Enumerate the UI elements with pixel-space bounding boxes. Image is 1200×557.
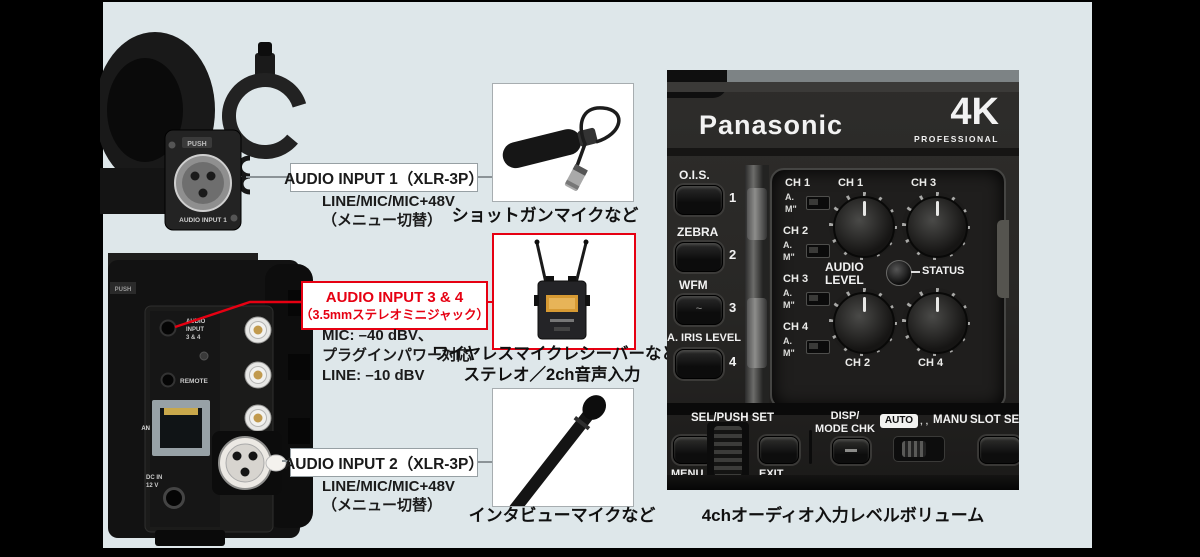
a-iris-level-button [675, 349, 723, 379]
top-rail [667, 70, 1019, 82]
lan-label: AN [141, 426, 150, 432]
dcin-label: DC IN [146, 475, 162, 481]
panel-caption: 4chオーディオ入力レベルボリューム [701, 506, 985, 525]
zebra-label: ZEBRA [677, 225, 719, 239]
ch3-strip-label: CH 3 [783, 273, 809, 285]
ch1-strip-label: CH 1 [785, 177, 811, 189]
label-audio-input-1: AUDIO INPUT 1（XLR-3P） [284, 163, 484, 192]
ch2-level-knob [833, 292, 895, 354]
ch3-am-switch [806, 292, 830, 306]
dc-in-jack [163, 487, 185, 509]
svg-text:INPUT: INPUT [186, 327, 204, 333]
bnc-connectors [244, 316, 272, 432]
disp-mode-chk-button [832, 438, 870, 464]
label-audio-input-1-text: AUDIO INPUT 1（XLR-3P） [284, 170, 484, 188]
wireless-receiver-photo [492, 233, 636, 350]
zebra-button [675, 242, 723, 272]
interview-mic-photo [492, 388, 634, 515]
cover-tab [997, 220, 1009, 298]
ois-label: O.I.S. [679, 168, 710, 182]
ch3-level-knob [906, 196, 968, 258]
zebra-number: 2 [729, 247, 737, 262]
remote-label: REMOTE [180, 378, 208, 385]
camera-side-photo: PUSH AUDIO INPUT 1 PUSH AUDIO INPUT 3 & … [100, 32, 313, 546]
manu-label: MANU [933, 414, 968, 426]
callout-line-input34-left [174, 300, 305, 329]
callout-line-input2-left [282, 460, 290, 462]
panasonic-logo: Panasonic [699, 110, 844, 140]
callout-line-input34-right [486, 301, 492, 303]
4k-badge-sub: PROFESSIONAL [913, 134, 999, 144]
body-push-label: PUSH [115, 287, 132, 293]
callout-line-input1-right [477, 176, 492, 178]
knob-ch4-label: CH 4 [918, 357, 944, 369]
push-latch-label: PUSH [187, 141, 206, 148]
callout-line-input1-left [246, 176, 290, 178]
input34-specs: MIC: –40 dBV、 プラグインパワー対応 LINE: –10 dBV [322, 327, 473, 384]
auto-manu-switch [893, 436, 945, 462]
sel-push-set-label: SEL/PUSH SET [691, 412, 775, 424]
slot-sel-button [979, 436, 1019, 464]
wfm-button: ~ [675, 295, 723, 325]
label-audio-input-2: AUDIO INPUT 2（XLR-3P） [284, 448, 484, 477]
4k-badge: 4K [950, 91, 999, 133]
audio34-label: AUDIO [186, 319, 206, 325]
disp-mode-chk-label: DISP/ MODE CHK [815, 410, 875, 435]
knob-ch3-label: CH 3 [911, 177, 937, 189]
input1-specs: LINE/MIC/MIC+48V （メニュー切替） [322, 193, 455, 229]
wfm-button-glyph: ~ [695, 303, 703, 315]
svg-text:12 V: 12 V [146, 483, 158, 489]
knob-ch1-label: CH 1 [838, 177, 864, 189]
auto-manu-dots: ‚ ‚ [920, 416, 929, 427]
status-label: STATUS [922, 265, 965, 277]
a-iris-level-number: 4 [729, 354, 737, 369]
shotgun-mic-caption: ショットガンマイクなど [451, 206, 639, 225]
ois-number: 1 [729, 190, 737, 205]
a-iris-level-label: A. IRIS LEVEL [667, 332, 741, 344]
slot-sel-label: SLOT SEL [970, 414, 1019, 426]
wfm-label: WFM [679, 278, 708, 292]
wireless-receiver-caption: ワイヤレスマイクレシーバーなど ステレオ／2ch音声入力 [432, 345, 679, 384]
menu-button [673, 436, 713, 464]
remote-jack [160, 372, 176, 388]
ch1-level-knob [833, 196, 895, 258]
status-button [886, 260, 912, 286]
control-panel-photo: Panasonic 4K PROFESSIONAL O.I.S. 1 ZEBRA… [667, 70, 1019, 490]
xlr1-engraved-label: AUDIO INPUT 1 [179, 217, 227, 224]
shotgun-mic-illustration [502, 106, 621, 191]
callout-line-input2-right [477, 461, 492, 463]
wireless-receiver-illustration [534, 239, 590, 340]
ch1-am-switch [806, 196, 830, 210]
ois-button [675, 185, 723, 215]
interview-mic-illustration [509, 395, 607, 515]
label-audio-input-3-4: AUDIO INPUT 3 & 4 （3.5mmステレオミニジャック） [300, 281, 489, 330]
ch4-level-knob [906, 292, 968, 354]
ch2-am-switch [806, 244, 830, 258]
svg-text:3 & 4: 3 & 4 [186, 335, 201, 341]
auto-badge: AUTO [880, 414, 918, 428]
ch4-strip-label: CH 4 [783, 321, 809, 333]
knob-ch2-label: CH 2 [845, 357, 871, 369]
ch4-am-switch [806, 340, 830, 354]
interview-mic-caption: インタビューマイクなど [468, 506, 656, 525]
exit-button [759, 436, 799, 464]
label-audio-input-2-text: AUDIO INPUT 2（XLR-3P） [284, 455, 484, 473]
shotgun-mic-photo [492, 83, 634, 202]
input2-specs: LINE/MIC/MIC+48V （メニュー切替） [322, 478, 455, 514]
wfm-number: 3 [729, 300, 737, 315]
ch2-strip-label: CH 2 [783, 225, 809, 237]
audio-level-label: AUDIO [825, 260, 864, 274]
sel-push-dial [714, 426, 742, 476]
